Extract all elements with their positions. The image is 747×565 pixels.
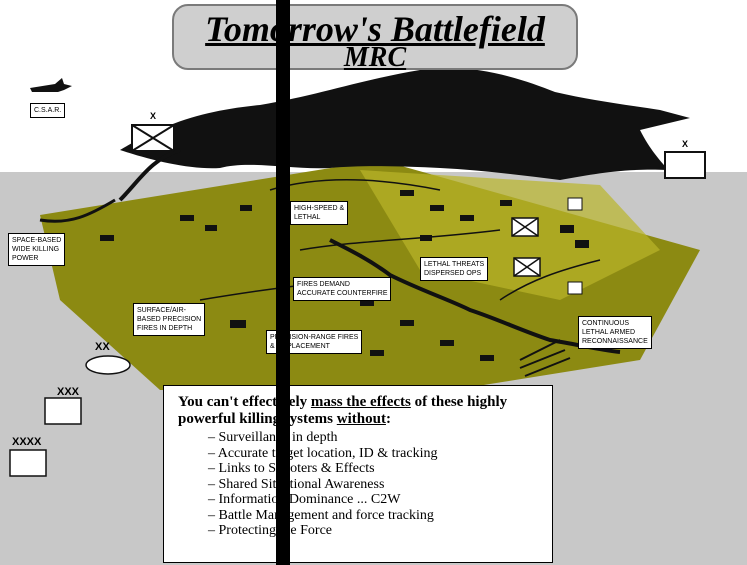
- vehicle: [205, 225, 217, 231]
- unit-symbol-small: [567, 281, 583, 295]
- vehicle: [575, 240, 589, 248]
- page-subtitle: MRC: [343, 42, 407, 73]
- vehicle: [400, 320, 414, 326]
- vehicle-group: [100, 190, 589, 361]
- mountain-silhouette: [120, 67, 690, 180]
- missiles-icon: [519, 339, 571, 377]
- list-item: Surveillance in depth: [208, 430, 552, 446]
- label-fires-demand: FIRES DEMAND ACCURATE COUNTERFIRE: [293, 277, 392, 301]
- list-item: Information Dominance ... C2W: [208, 492, 552, 508]
- aircraft-icon: [30, 78, 72, 92]
- arrow-2: [299, 229, 501, 251]
- page-title: Tomorrow's Battlefield: [205, 9, 545, 49]
- corps-symbol: [44, 397, 82, 425]
- key-message-lead: You can't effectively mass the effects o…: [178, 394, 552, 428]
- vehicle: [370, 350, 384, 356]
- unit-symbol-small-2: [567, 197, 583, 211]
- list-item: Battle Management and force tracking: [208, 508, 552, 524]
- vehicle: [230, 320, 246, 328]
- key-message-box: You can't effectively mass the effects o…: [163, 385, 553, 563]
- echelon-label-xxx: XXX: [57, 386, 80, 398]
- list-item: Links to Shooters & Effects: [208, 461, 552, 477]
- title-box: Tomorrow's Battlefield MRC: [172, 4, 578, 73]
- echelon-label-xx: XX: [95, 341, 110, 353]
- echelon-label-xxxx: XXXX: [12, 436, 42, 448]
- vehicle: [460, 215, 474, 221]
- lead-text-1: You can't effectively: [178, 394, 311, 410]
- vehicle: [430, 205, 444, 211]
- vehicle: [500, 200, 512, 206]
- division-symbol: [85, 355, 131, 375]
- requirements-list: Surveillance in depth Accurate target lo…: [208, 430, 552, 539]
- vehicle: [400, 190, 414, 196]
- unit-symbol-right: [664, 151, 706, 179]
- vehicle: [480, 355, 494, 361]
- lead-text-3: :: [385, 411, 391, 427]
- unit-label-x-right: X: [682, 139, 689, 149]
- label-continuous: CONTINUOUS LETHAL ARMED RECONNAISSANCE: [578, 316, 652, 349]
- lead-emphasis-2: without: [336, 411, 386, 427]
- army-symbol: [9, 449, 47, 477]
- river-left: [39, 198, 116, 223]
- label-high-speed: HIGH-SPEED & LETHAL: [290, 201, 349, 225]
- vehicle: [100, 235, 114, 241]
- list-item: Accurate target location, ID & tracking: [208, 446, 552, 462]
- vertical-divider-bar: [276, 0, 290, 565]
- vehicle: [420, 235, 432, 241]
- arrow-4: [499, 259, 601, 301]
- label-csar: C.S.A.R.: [30, 103, 66, 118]
- label-surface-air: SURFACE/AIR- BASED PRECISION FIRES IN DE…: [133, 303, 206, 336]
- lead-text-2: of these highly powerful killing systems: [178, 394, 508, 427]
- vehicle: [560, 225, 574, 233]
- river: [118, 148, 621, 354]
- vehicle: [180, 215, 194, 221]
- list-item: Protecting the Force: [208, 523, 552, 539]
- unit-label-x-left: X: [150, 111, 157, 121]
- lead-emphasis-1: mass the effects: [310, 394, 411, 410]
- label-lethal-threats: LETHAL THREATS DISPERSED OPS: [420, 257, 489, 281]
- vehicle: [440, 340, 454, 346]
- vehicle: [240, 205, 252, 211]
- vehicle: [360, 300, 374, 306]
- label-space-based: SPACE-BASED WIDE KILLING POWER: [8, 233, 66, 266]
- list-item: Shared Situational Awareness: [208, 477, 552, 493]
